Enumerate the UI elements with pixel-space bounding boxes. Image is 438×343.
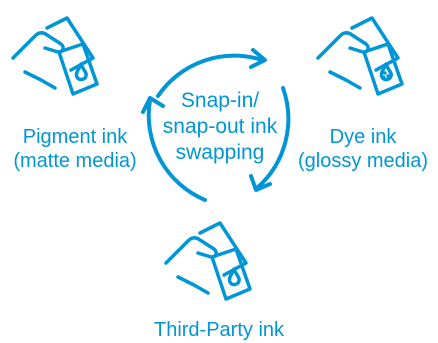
- arrow-right: [255, 86, 291, 190]
- arrow-left: [146, 98, 207, 202]
- center-label-line1: Snap-in/: [180, 89, 260, 112]
- node-label-third-party: Third-Party ink: [144, 318, 294, 342]
- node-label-third-party-line1: Third-Party ink: [153, 319, 285, 341]
- center-label-line2: snap-out ink: [162, 115, 278, 138]
- hand-cartridge-single-drop-icon: [5, 10, 105, 110]
- hand-cartridge-multi-drop-icon: [310, 10, 410, 110]
- node-label-pigment: Pigment ink (matte media): [0, 125, 150, 173]
- node-label-dye-line2: (glossy media): [297, 150, 429, 172]
- arrow-top: [156, 53, 264, 98]
- node-label-dye-line1: Dye ink: [329, 126, 397, 148]
- arrow-top-head: [249, 48, 267, 69]
- center-label: Snap-in/ snap-out ink swapping: [150, 88, 290, 166]
- node-label-pigment-line2: (matte media): [13, 150, 137, 172]
- node-label-dye: Dye ink (glossy media): [288, 125, 438, 173]
- arrow-right-head: [249, 174, 272, 192]
- arrow-left-head: [141, 96, 165, 114]
- node-label-pigment-line1: Pigment ink: [22, 126, 128, 148]
- hand-cartridge-single-drop-icon: [158, 215, 258, 315]
- center-label-line3: swapping: [175, 141, 265, 164]
